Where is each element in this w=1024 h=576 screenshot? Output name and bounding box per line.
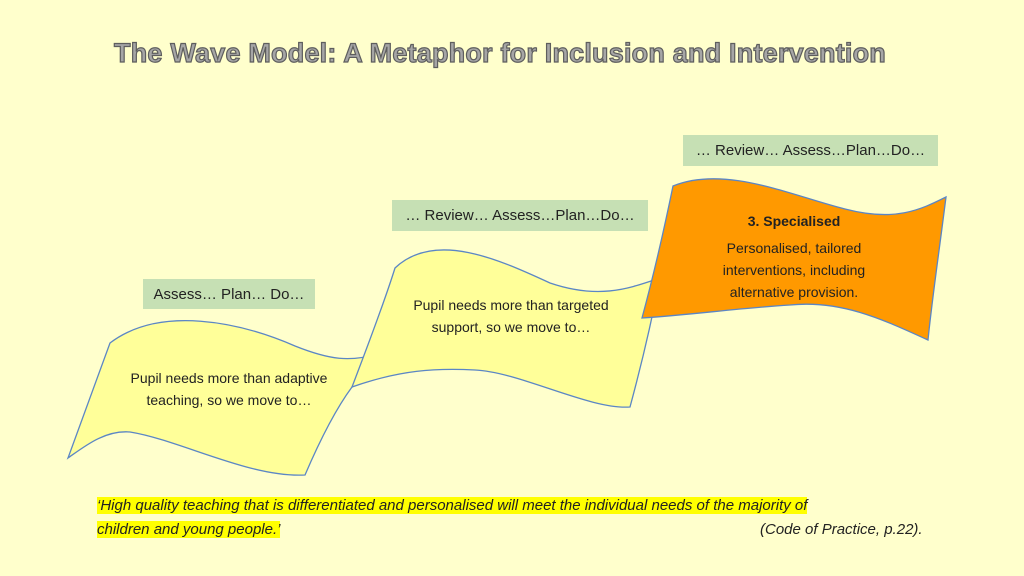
wave-2-text: Pupil needs more than targeted support, … bbox=[413, 297, 609, 335]
wave-3-shape bbox=[641, 178, 947, 341]
wave-3-label: … Review… Assess…Plan…Do… bbox=[683, 135, 938, 166]
wave-3-title: 3. Specialised bbox=[747, 213, 841, 229]
quote-citation: (Code of Practice, p.22). bbox=[760, 521, 923, 538]
wave-1-shape bbox=[66, 320, 380, 476]
quote-text-1: ‘High quality teaching that is different… bbox=[97, 497, 808, 514]
quote-text-2: children and young people.’ bbox=[97, 521, 281, 538]
wave-1-label: Assess… Plan… Do… bbox=[143, 279, 315, 309]
quote-line-2: children and young people.’ bbox=[97, 519, 281, 541]
page-title: The Wave Model: A Metaphor for Inclusion… bbox=[113, 37, 886, 68]
wave-2-shape bbox=[350, 249, 661, 408]
quote-line-1: ‘High quality teaching that is different… bbox=[97, 495, 808, 517]
wave-2-label: … Review… Assess…Plan…Do… bbox=[392, 200, 648, 231]
wave-3-text: Personalised, tailored interventions, in… bbox=[722, 240, 866, 300]
wave-1-text: Pupil needs more than adaptive teaching,… bbox=[130, 370, 328, 408]
wave-3-block: 3. Specialised Personalised, tailored in… bbox=[698, 211, 890, 303]
